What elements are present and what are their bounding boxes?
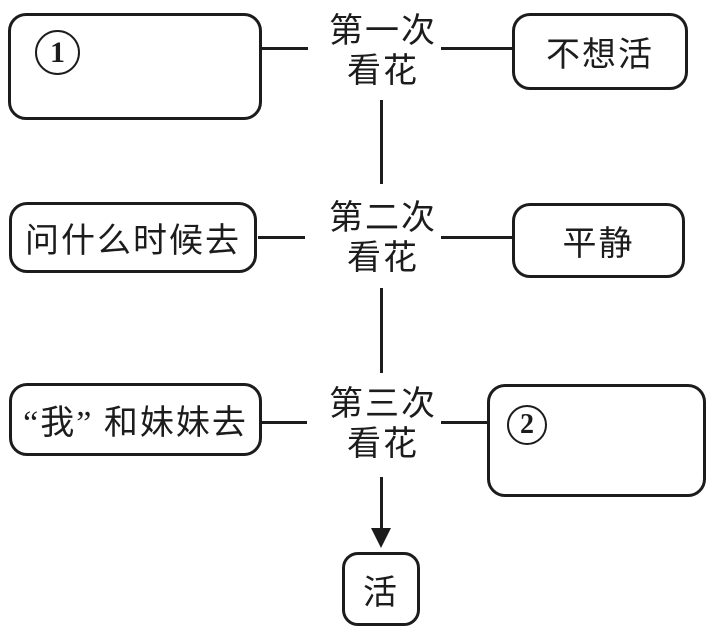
row1-stage-line1: 第一次 (329, 13, 437, 50)
row3-left-connector-line (262, 421, 307, 424)
row1-left-box-blank: 1 (8, 13, 262, 120)
row1-right-box-label: 不想活 (546, 37, 654, 74)
row2-right-box-label: 平静 (562, 226, 635, 263)
row1-stage-line2: 看花 (347, 53, 419, 90)
row3-left-box: “我” 和妹妹去 (9, 383, 262, 456)
row2-stage-label: 第二次 看花 (325, 199, 441, 279)
row2-right-connector-line (441, 236, 512, 239)
row3-right-box-blank: 2 (487, 384, 706, 497)
row1-right-box: 不想活 (512, 13, 688, 90)
row2-left-box: 问什么时候去 (9, 202, 257, 273)
terminal-box: 活 (342, 552, 420, 626)
connector-row1-row2 (380, 100, 383, 184)
row2-right-box: 平静 (512, 203, 685, 278)
row2-left-connector-line (258, 236, 305, 239)
row3-stage-line1: 第三次 (329, 386, 437, 423)
circled-number-1: 1 (35, 30, 80, 75)
arrow-shaft (380, 477, 383, 531)
row1-left-connector-line (262, 47, 308, 50)
row1-stage-label: 第一次 看花 (325, 12, 441, 92)
arrow-down-icon (371, 528, 391, 548)
row3-right-connector-line (441, 421, 487, 424)
row2-left-box-label: 问什么时候去 (25, 223, 241, 260)
row1-right-connector-line (441, 47, 512, 50)
circled-number-2: 2 (507, 405, 547, 445)
connector-row2-row3 (380, 288, 383, 373)
terminal-box-label: 活 (363, 574, 399, 612)
row3-left-box-label: “我” 和妹妹去 (23, 405, 248, 442)
row2-stage-line1: 第二次 (329, 200, 437, 237)
row3-stage-line2: 看花 (347, 426, 419, 463)
row3-stage-label: 第三次 看花 (325, 385, 441, 465)
row2-stage-line2: 看花 (347, 240, 419, 277)
